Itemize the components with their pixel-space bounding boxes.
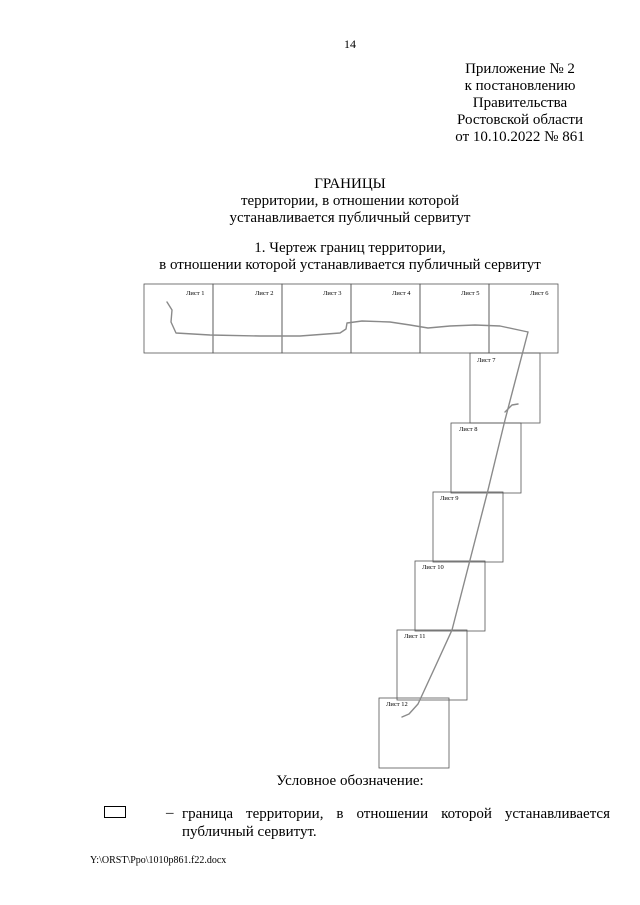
sheet-label-3: Лист 3 <box>323 290 342 297</box>
legend-title: Условное обозначение: <box>276 773 424 789</box>
sheet-frame-8 <box>450 422 522 494</box>
sheet-label-2: Лист 2 <box>255 290 274 297</box>
sheet-label-10: Лист 10 <box>422 564 444 571</box>
appendix-line: Правительства <box>472 95 568 111</box>
title-line: территории, в отношении которой <box>240 193 460 209</box>
sheet-frame-10 <box>414 560 486 632</box>
section-title: 1. Чертеж границ территории, в отношении… <box>0 240 640 274</box>
file-path-footer: Y:\ORST\Ppo\1010p861.f22.docx <box>90 855 227 866</box>
page-number: 14 <box>344 37 356 51</box>
sheet-label-7: Лист 7 <box>477 357 496 364</box>
sheet-frame-9 <box>432 491 504 563</box>
boundary-line-horizontal <box>166 301 529 337</box>
boundary-line-spur <box>504 403 519 413</box>
sheet-frame-11 <box>396 629 468 701</box>
sheet-label-8: Лист 8 <box>459 426 478 433</box>
legend-text-line: граница территории, в отношении которой … <box>182 806 610 822</box>
appendix-line: Приложение № 2 <box>465 61 575 77</box>
sheet-label-5: Лист 5 <box>461 290 480 297</box>
title-heading: ГРАНИЦЫ <box>314 176 386 192</box>
title-line: устанавливается публичный сервитут <box>229 210 471 226</box>
legend-text-line: публичный сервитут. <box>182 824 317 840</box>
sheet-label-6: Лист 6 <box>530 290 549 297</box>
section-line: в отношении которой устанавливается публ… <box>159 257 541 273</box>
legend-description: граница территории, в отношении которой … <box>182 805 610 841</box>
sheet-label-1: Лист 1 <box>186 290 205 297</box>
boundary-line-diagonal <box>401 331 529 718</box>
appendix-line: к постановлению <box>464 78 576 94</box>
sheet-label-12: Лист 12 <box>386 701 408 708</box>
appendix-block: Приложение № 2 к постановлению Правитель… <box>440 61 600 146</box>
appendix-line: от 10.10.2022 № 861 <box>455 129 585 145</box>
legend-boundary-symbol <box>104 806 126 818</box>
sheet-label-4: Лист 4 <box>392 290 411 297</box>
legend-dash: – <box>166 805 174 821</box>
appendix-line: Ростовской области <box>457 112 583 128</box>
section-line: 1. Чертеж границ территории, <box>254 240 446 256</box>
sheet-label-9: Лист 9 <box>440 495 459 502</box>
document-title: ГРАНИЦЫ территории, в отношении которой … <box>0 176 640 227</box>
sheet-frame-12 <box>378 697 450 769</box>
sheet-label-11: Лист 11 <box>404 633 426 640</box>
